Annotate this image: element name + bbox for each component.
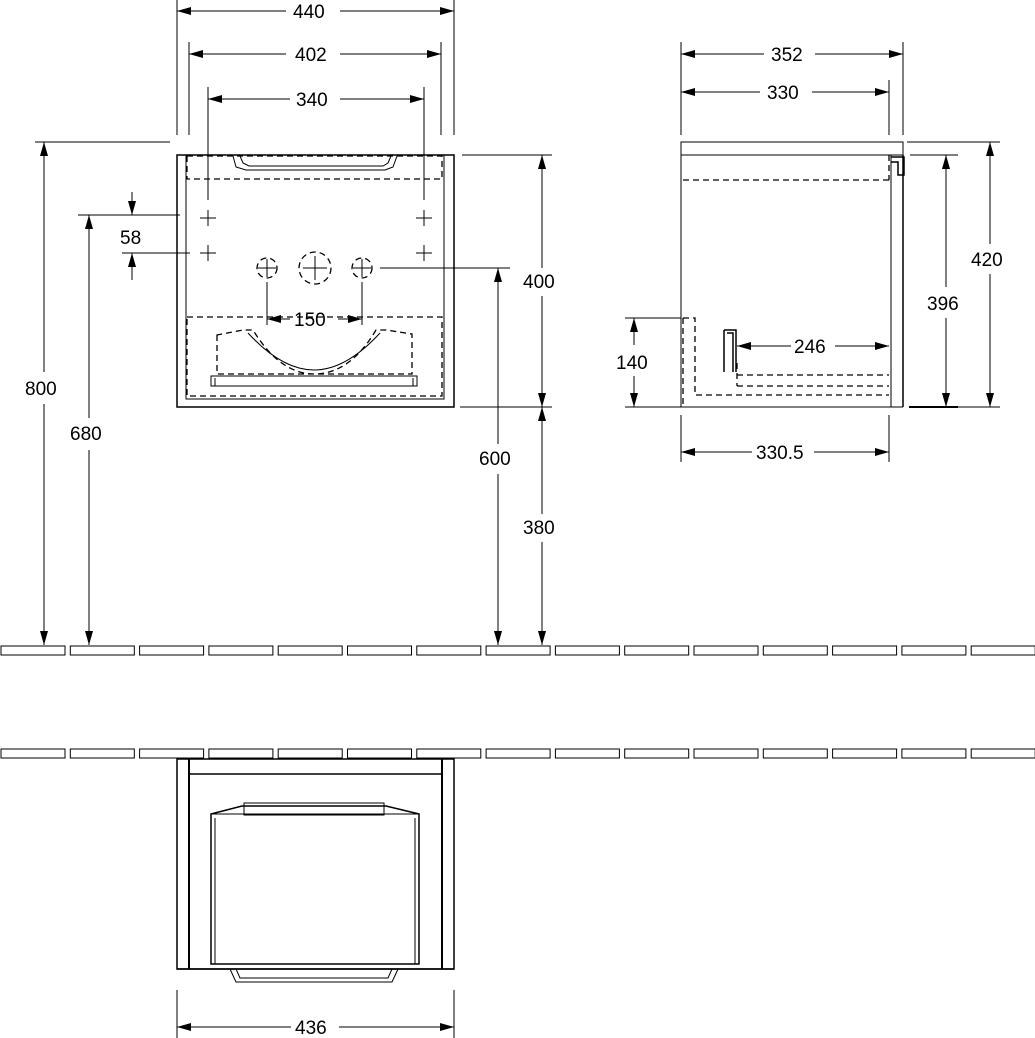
tap-hole-icons <box>256 251 373 285</box>
floor-tile <box>416 645 482 656</box>
floor-tile <box>69 645 135 656</box>
dim-680-label: 680 <box>70 424 102 445</box>
floor-line-bottom <box>0 748 1035 759</box>
dim-140-label: 140 <box>616 353 648 374</box>
dim-400-label: 400 <box>523 272 555 293</box>
floor-tile <box>347 748 412 759</box>
floor-tile <box>970 748 1035 759</box>
side-handle-icon <box>891 156 905 176</box>
front-basin-top-dashed <box>186 155 443 180</box>
top-drawer-box <box>210 805 420 965</box>
floor-tile <box>970 645 1035 656</box>
floor-tile <box>416 748 482 759</box>
floor-tile <box>208 748 274 759</box>
floor-tile <box>901 645 967 656</box>
fixing-mark-icons <box>200 210 432 261</box>
floor-tile <box>554 645 620 656</box>
front-drawer-dashed <box>186 316 443 397</box>
floor-tile <box>277 748 343 759</box>
front-cabinet-inner <box>185 154 445 400</box>
floor-tile <box>485 748 551 759</box>
side-view: 352 330 420 396 246 140 330.5 <box>616 42 1003 464</box>
top-cabinet-outline <box>176 758 455 970</box>
side-top-slab <box>680 141 904 156</box>
floor-tile <box>693 645 759 656</box>
floor-tile <box>139 645 205 656</box>
dim-402-label: 402 <box>295 45 327 66</box>
floor-tile <box>485 645 551 656</box>
dim-352-label: 352 <box>771 45 803 66</box>
dim-150-label: 150 <box>294 310 326 331</box>
front-drawer-handle <box>210 375 418 387</box>
floor-tile <box>69 748 135 759</box>
front-cabinet-outline <box>176 154 455 408</box>
front-siphon-cutout <box>216 329 413 375</box>
floor-tile <box>624 645 690 656</box>
side-siphon-icon <box>723 329 737 372</box>
front-view: 440 402 340 800 680 58 150 <box>25 0 555 645</box>
floor-tile <box>693 748 759 759</box>
floor-line-top <box>0 645 1035 656</box>
floor-tile <box>347 645 412 656</box>
dim-436-label: 436 <box>295 1018 327 1038</box>
top-view: 436 <box>176 758 455 1038</box>
floor-tile <box>139 748 205 759</box>
dim-246-label: 246 <box>794 337 826 358</box>
floor-tile <box>554 748 620 759</box>
floor-tile <box>832 645 898 656</box>
floor-tile <box>762 748 828 759</box>
floor-tile <box>901 748 967 759</box>
dim-380-label: 380 <box>523 518 555 539</box>
dim-396-label: 396 <box>927 294 959 315</box>
dim-800-label: 800 <box>25 379 57 400</box>
dim-330-5-label: 330.5 <box>756 443 804 464</box>
dim-600-label: 600 <box>479 449 511 470</box>
front-handle-top <box>232 155 398 171</box>
front-siphon-inner <box>247 332 381 371</box>
dim-420-label: 420 <box>971 250 1003 271</box>
floor-tile <box>208 645 274 656</box>
floor-tile <box>832 748 898 759</box>
side-drawer-dashed <box>682 317 889 407</box>
dim-340-label: 340 <box>296 90 328 111</box>
floor-tile <box>762 645 828 656</box>
dim-58-label: 58 <box>120 228 141 249</box>
floor-tile <box>0 748 66 759</box>
top-handle-icon <box>229 968 399 983</box>
dim-330-label: 330 <box>767 83 799 104</box>
dim-440-label: 440 <box>293 2 325 23</box>
top-cabinet-inner <box>188 758 443 970</box>
floor-tile <box>277 645 343 656</box>
floor-tile <box>624 748 690 759</box>
floor-tile <box>0 645 66 656</box>
